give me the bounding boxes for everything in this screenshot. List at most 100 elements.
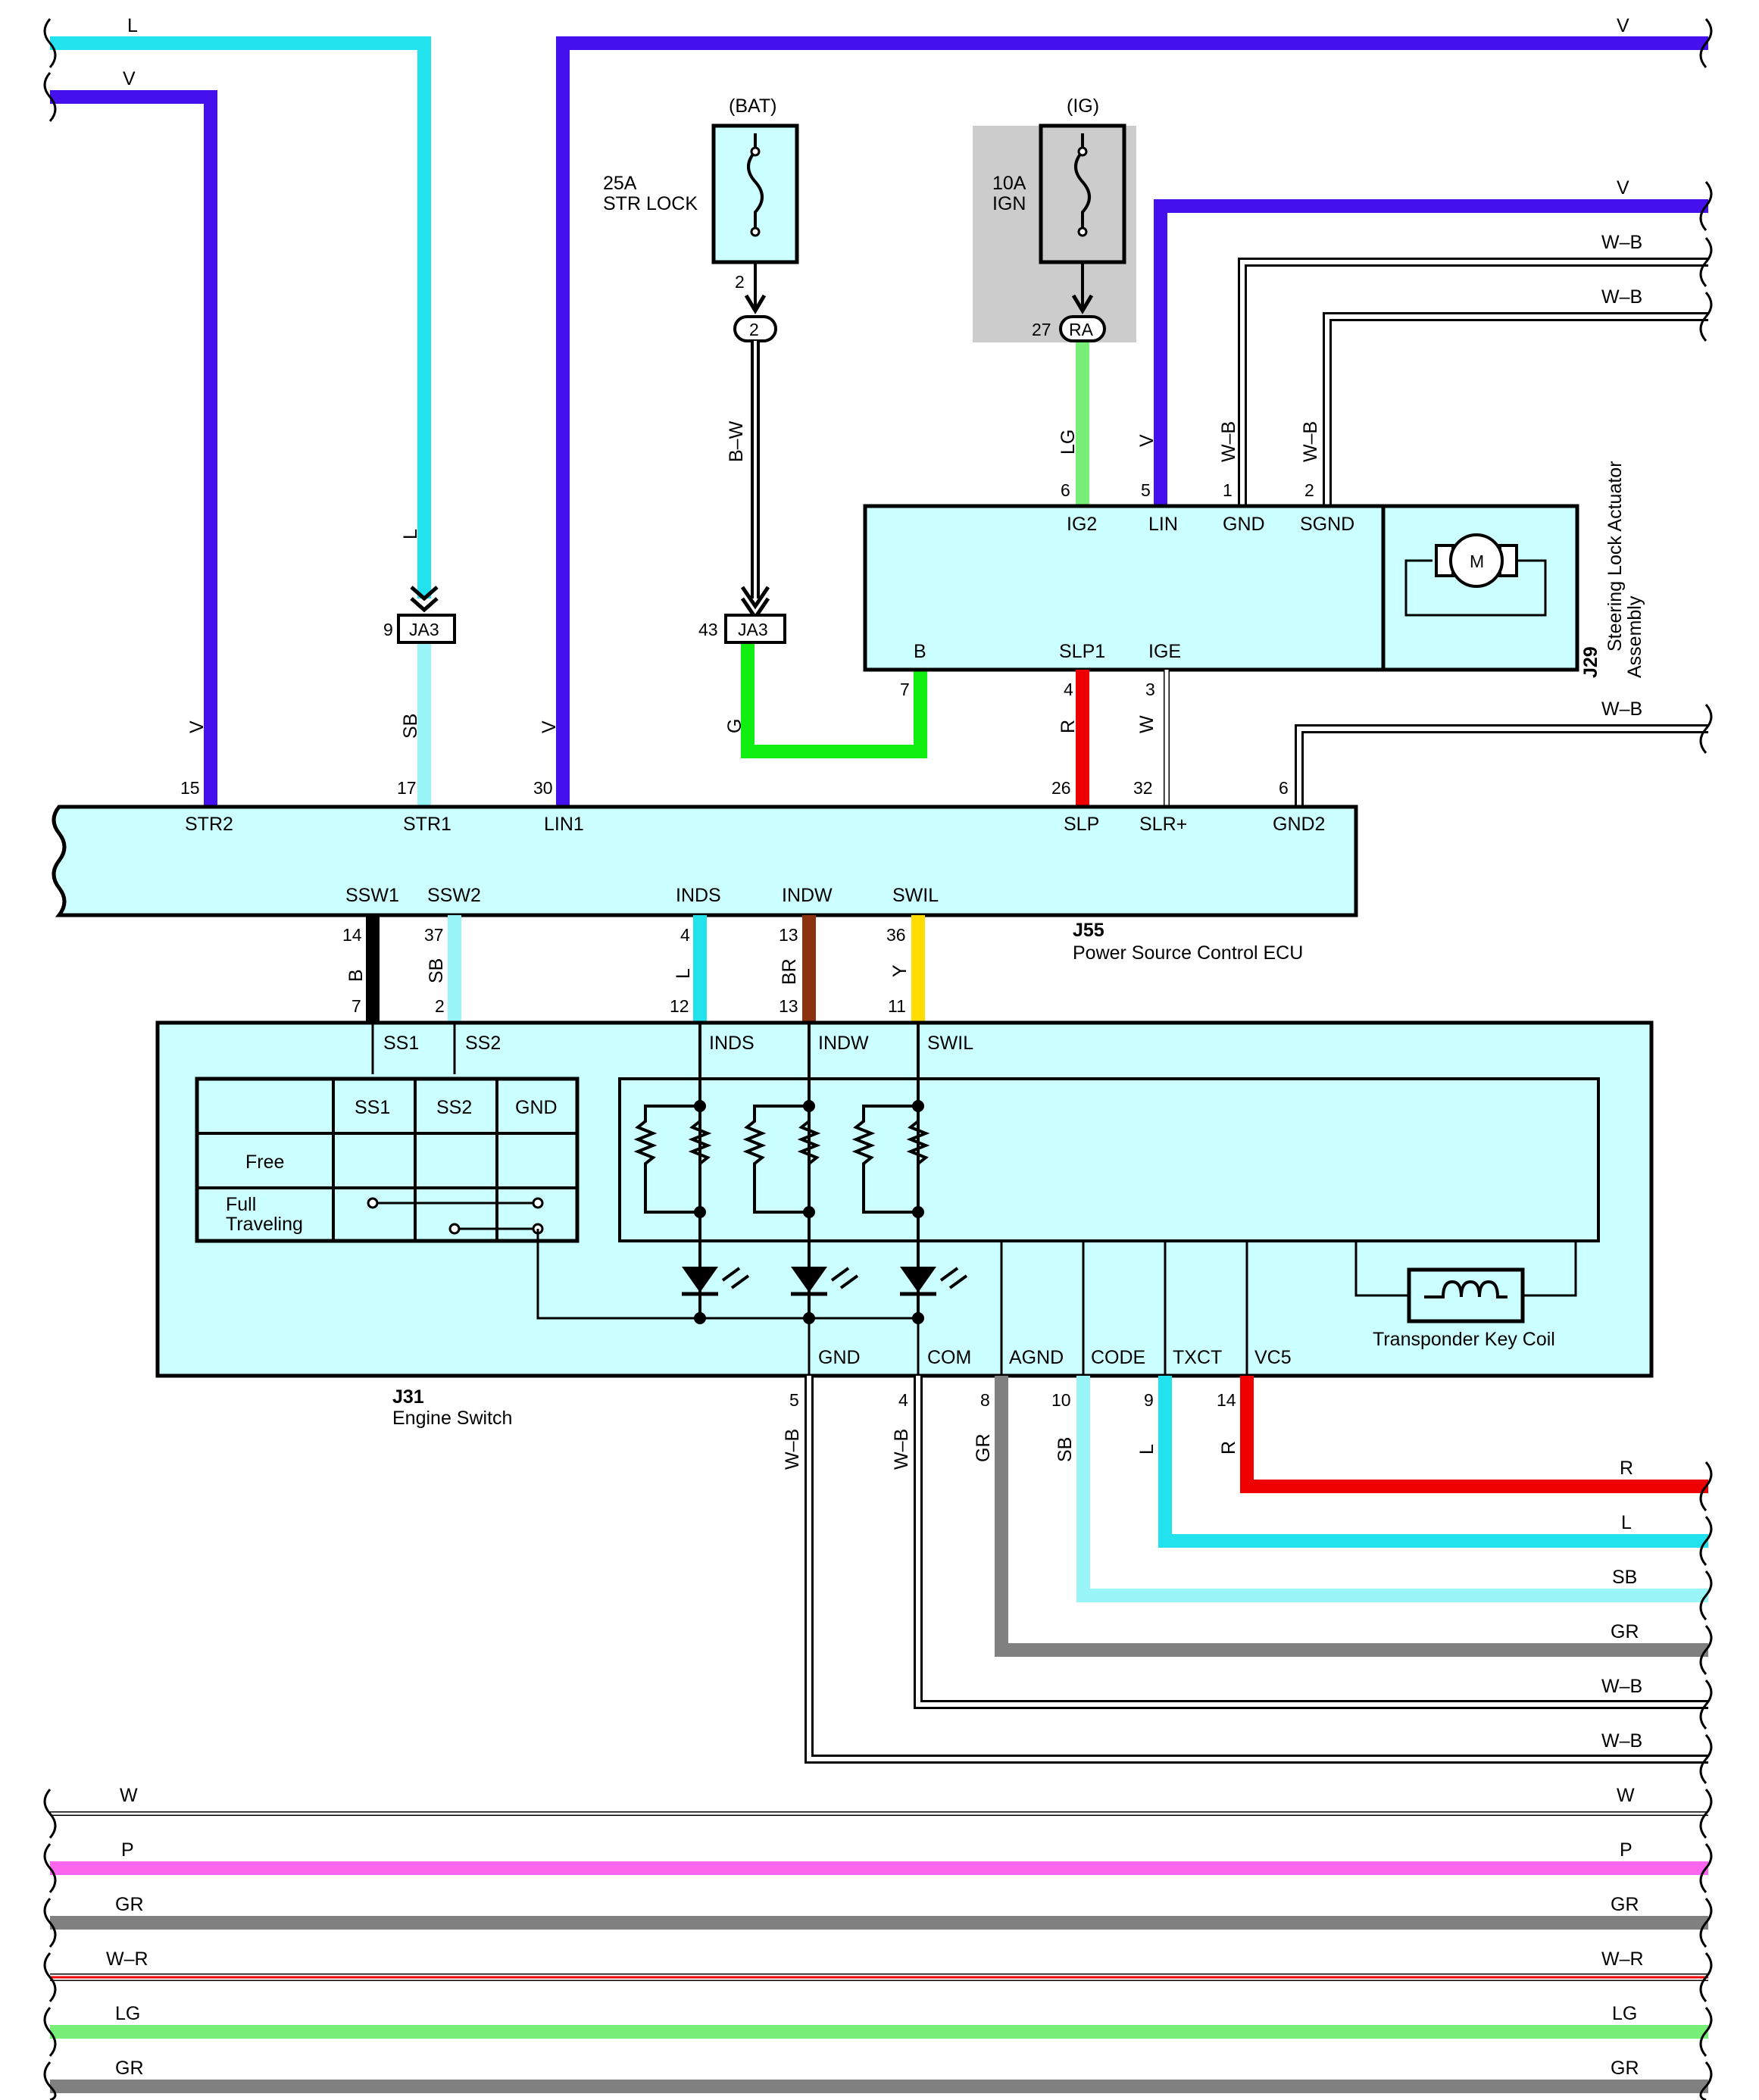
- act-pin-sgnd-num: 2: [1304, 480, 1314, 500]
- wire-v-str2-label: V: [123, 68, 136, 89]
- bus-gr2-right: GR: [1611, 2058, 1639, 2079]
- act-pin-sgnd-wire: W–B: [1300, 421, 1321, 462]
- bus-breaks: [43, 1789, 1713, 2100]
- wire-l-top-label: L: [127, 15, 138, 36]
- right-breaks-top: [1699, 18, 1713, 754]
- sw-bot-gnd: GND: [818, 1347, 861, 1368]
- motor-label: M: [1470, 552, 1484, 571]
- ja3-left: [397, 614, 456, 644]
- wire-g-b: [741, 644, 927, 758]
- wire-v-lin-right-label: V: [1617, 177, 1629, 198]
- ja3-left-label: JA3: [409, 620, 439, 639]
- table-header-gnd: GND: [515, 1097, 558, 1118]
- bus-wr-right: W–R: [1601, 1948, 1644, 1970]
- act-pin-ige-num: 3: [1145, 680, 1155, 699]
- sw-bot-code-num: 10: [1051, 1390, 1071, 1410]
- ecu-bot-inds-num: 4: [680, 925, 690, 945]
- ja3-left-pin: 9: [383, 620, 393, 639]
- ecu-name: Power Source Control ECU: [1073, 942, 1303, 964]
- sw-bot-vc5-wire: R: [1218, 1441, 1239, 1455]
- sw-bot-agnd: AGND: [1009, 1347, 1064, 1368]
- sw-bot-com-num: 4: [898, 1390, 908, 1410]
- bus-lg-left: LG: [115, 2003, 140, 2024]
- ecu-bot-indw-name: INDW: [782, 885, 833, 906]
- act-pin-ige-name: IGE: [1148, 641, 1181, 662]
- sw-pin-inds: INDS: [709, 1033, 755, 1054]
- engine-switch-code: J31: [392, 1386, 424, 1408]
- ecu-bot-ssw1-swnum: 7: [351, 996, 361, 1016]
- wire-wb-gnd2: [1295, 724, 1708, 807]
- connector-ra: [1059, 315, 1106, 342]
- bus-lg-right: LG: [1612, 2003, 1637, 2024]
- wire-wb-gnd-label: W–B: [1601, 232, 1642, 253]
- fuse-ig-amp: 10A: [992, 173, 1026, 194]
- actuator-name-line2: Assembly: [1624, 595, 1645, 678]
- wire-l-top: [50, 36, 431, 598]
- sw-pin-indw: INDW: [818, 1033, 869, 1054]
- fuse-ig-source: (IG): [1067, 95, 1099, 117]
- wire-wb-gnd2-label: W–B: [1601, 698, 1642, 720]
- indicator-resistor-box: [618, 1077, 1600, 1242]
- sw-pin-ss1: SS1: [383, 1033, 419, 1054]
- act-pin-gnd-wire: W–B: [1218, 421, 1239, 462]
- actuator-code: J29: [1580, 646, 1601, 678]
- transponder-coil-icon: [1354, 1241, 1577, 1323]
- act-pin-b-name: B: [914, 641, 926, 662]
- act-pin-ig2-wire: LG: [1058, 430, 1079, 455]
- ecu-bot-indw-swnum: 13: [779, 996, 798, 1016]
- sw-bot-vc5-num: 14: [1217, 1390, 1236, 1410]
- ecu-top-str2-num: 15: [180, 778, 200, 798]
- act-pin-ig2-name: IG2: [1067, 514, 1097, 535]
- ecu-bot-ssw1-name: SSW1: [345, 885, 399, 906]
- wire-v-lin1: [556, 36, 1708, 807]
- sw-bot-agnd-num: 8: [980, 1390, 990, 1410]
- table-row-traveling: Traveling: [226, 1214, 303, 1235]
- sw-bot-txct: TXCT: [1173, 1347, 1222, 1368]
- act-pin-gnd-name: GND: [1223, 514, 1265, 535]
- table-header-ss2: SS2: [436, 1097, 472, 1118]
- bus-w-left: W: [120, 1785, 138, 1806]
- connector-ra-label: RA: [1069, 320, 1094, 339]
- sw-bot-gnd-wire: W–B: [782, 1429, 803, 1470]
- ecu-bot-ssw2-swnum: 2: [435, 996, 445, 1016]
- ecu-box: [52, 805, 1358, 917]
- fuse-bat-name: STR LOCK: [603, 193, 698, 214]
- sw-pin-swil: SWIL: [927, 1033, 973, 1054]
- bus-w-right: W: [1617, 1785, 1635, 1806]
- act-pin-b-num: 7: [900, 680, 910, 699]
- wire-r-slp-label: R: [1058, 720, 1079, 733]
- fuse-bat-source: (BAT): [729, 95, 776, 117]
- switch-table: [195, 1077, 580, 1243]
- ecu-top-gnd2-name: GND2: [1273, 814, 1325, 835]
- bus-wr-left: W–R: [106, 1948, 148, 1970]
- sw-bot-code-wire: SB: [1054, 1437, 1076, 1462]
- bus-p-right: P: [1620, 1839, 1632, 1861]
- right-breaks-bottom: [1699, 1461, 1713, 1784]
- out-label-gr: GR: [1611, 1621, 1639, 1642]
- sw-bot-vc5: VC5: [1254, 1347, 1292, 1368]
- engine-switch-name: Engine Switch: [392, 1408, 512, 1429]
- wire-bw-label: B–W: [726, 420, 747, 462]
- motor-icon: [1404, 533, 1547, 617]
- ecu-bot-ssw2-num: 37: [424, 925, 444, 945]
- out-label-wb1: W–B: [1601, 1676, 1642, 1697]
- wire-r-vc5: [1240, 1376, 1708, 1493]
- out-label-l: L: [1621, 1512, 1632, 1533]
- out-label-wb2: W–B: [1601, 1730, 1642, 1752]
- sw-bot-com: COM: [927, 1347, 971, 1368]
- bus-wires: [50, 1811, 1708, 2093]
- ecu-bot-indw-wire: BR: [779, 958, 800, 985]
- ecu-top-slp-num: 26: [1051, 778, 1071, 798]
- ja3-right-pin: 43: [698, 620, 718, 639]
- act-pin-slp1-num: 4: [1064, 680, 1073, 699]
- actuator-name-line1: Steering Lock Actuator: [1604, 461, 1626, 652]
- act-pin-gnd-num: 1: [1223, 480, 1233, 500]
- ecu-top-lin1-wire: V: [539, 720, 560, 733]
- bus-gr1-left: GR: [115, 1894, 144, 1915]
- table-row-full: Full: [226, 1194, 256, 1215]
- wire-sb-code: [1076, 1376, 1708, 1602]
- fuse-bat-symbol: [747, 133, 764, 232]
- fuse-ig-symbol: [1074, 133, 1091, 232]
- ecu-top-str1-name: STR1: [403, 814, 451, 835]
- act-pin-lin-num: 5: [1141, 480, 1151, 500]
